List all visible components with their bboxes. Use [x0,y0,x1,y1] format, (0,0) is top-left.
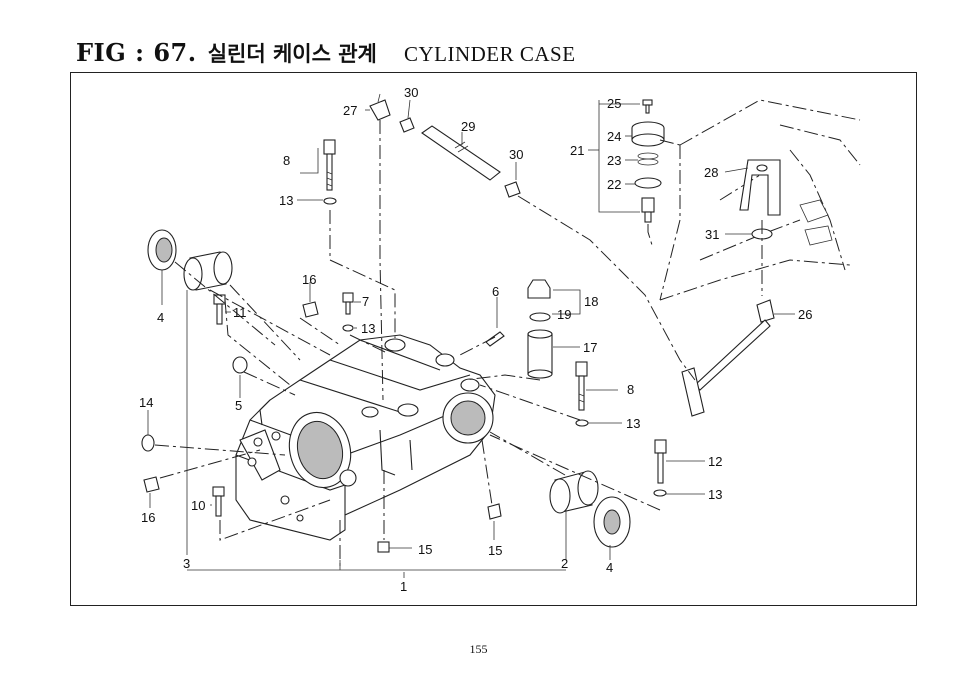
callout-23: 23 [607,153,621,168]
part-oil-seal-right [593,496,631,548]
callout-16-upper: 16 [302,272,316,287]
part-pipe-29 [421,125,501,181]
part-valve-21 [641,197,655,223]
tractor-frame-outline [659,99,861,301]
callout-29: 29 [461,119,475,134]
part-o-ring-14 [141,434,155,452]
part-nut-30-upper [399,117,415,133]
part-bolt-8-upper [323,139,336,191]
callout-leaders [147,99,795,578]
callout-28: 28 [704,165,718,180]
part-sleeve-17 [527,329,553,379]
title-english: CYLINDER CASE [403,42,576,66]
callout-25: 25 [607,96,621,111]
part-bushing-right [549,470,599,514]
part-plug-16-upper [302,301,319,318]
part-elbow-27 [369,93,391,121]
callout-16-lower: 16 [141,510,155,525]
callout-1: 1 [400,579,407,594]
part-bolt-7 [342,292,354,315]
part-washer-13-mid [342,324,354,332]
part-spring-23 [637,152,659,166]
part-coupling-26 [756,299,775,323]
callout-13-lower: 13 [708,487,722,502]
part-washer-22 [634,177,662,189]
figure-number: FIG : 67. [76,38,197,67]
part-washer-13-right [575,419,589,427]
part-plug-18 [527,279,551,299]
callout-19: 19 [557,307,571,322]
callout-13-upper: 13 [279,193,293,208]
part-plug-15-right [487,503,502,520]
callout-6: 6 [492,284,499,299]
callout-21: 21 [570,143,584,158]
callout-10: 10 [191,498,205,513]
figure-title: FIG : 67. 실린더 케이스 관계 CYLINDER CASE [76,38,576,68]
callout-24: 24 [607,129,621,144]
callout-26: 26 [798,307,812,322]
callout-22: 22 [607,177,621,192]
callout-11: 11 [233,305,247,320]
part-nut-30-lower [504,181,521,198]
part-washer-13-upper [323,197,337,205]
callout-13-mid: 13 [361,321,375,336]
callout-4-left: 4 [157,310,164,325]
part-bolt-10 [212,486,225,517]
callout-27: 27 [343,103,357,118]
part-o-ring-19 [529,312,551,322]
title-korean: 실린더 케이스 관계 [207,41,377,66]
callout-2: 2 [561,556,568,571]
callout-12: 12 [708,454,722,469]
part-plug-5 [232,356,248,374]
part-oil-seal-left [147,229,177,271]
callout-18: 18 [584,294,598,309]
part-screw-25 [642,99,653,114]
part-lever-arm [681,319,771,417]
part-stud-6 [485,331,505,347]
callout-31: 31 [705,227,719,242]
callout-8-right: 8 [627,382,634,397]
page-number: 155 [469,642,488,656]
callout-15-right: 15 [488,543,502,558]
part-bracket-28 [739,159,781,216]
cylinder-case-body [235,334,496,541]
part-plug-16-lower [143,476,160,493]
callout-labels: 1 2 3 4 4 5 6 7 8 8 10 11 12 13 13 13 13… [139,85,812,594]
callout-14: 14 [139,395,153,410]
callout-3: 3 [183,556,190,571]
part-bolt-12 [654,439,667,484]
callout-4-right: 4 [606,560,613,575]
callout-8-upper: 8 [283,153,290,168]
callout-17: 17 [583,340,597,355]
callout-15-center: 15 [418,542,432,557]
part-plug-15-center [377,541,390,553]
callout-30-lower: 30 [509,147,523,162]
callout-5: 5 [235,398,242,413]
part-washer-13-lower [653,489,667,497]
part-cap-24 [631,121,665,147]
callout-13-right: 13 [626,416,640,431]
callout-30-upper: 30 [404,85,418,100]
part-bolt-8-right [575,361,588,411]
part-bushing-left [183,251,233,291]
callout-7: 7 [362,294,369,309]
diagram-frame [70,72,917,606]
